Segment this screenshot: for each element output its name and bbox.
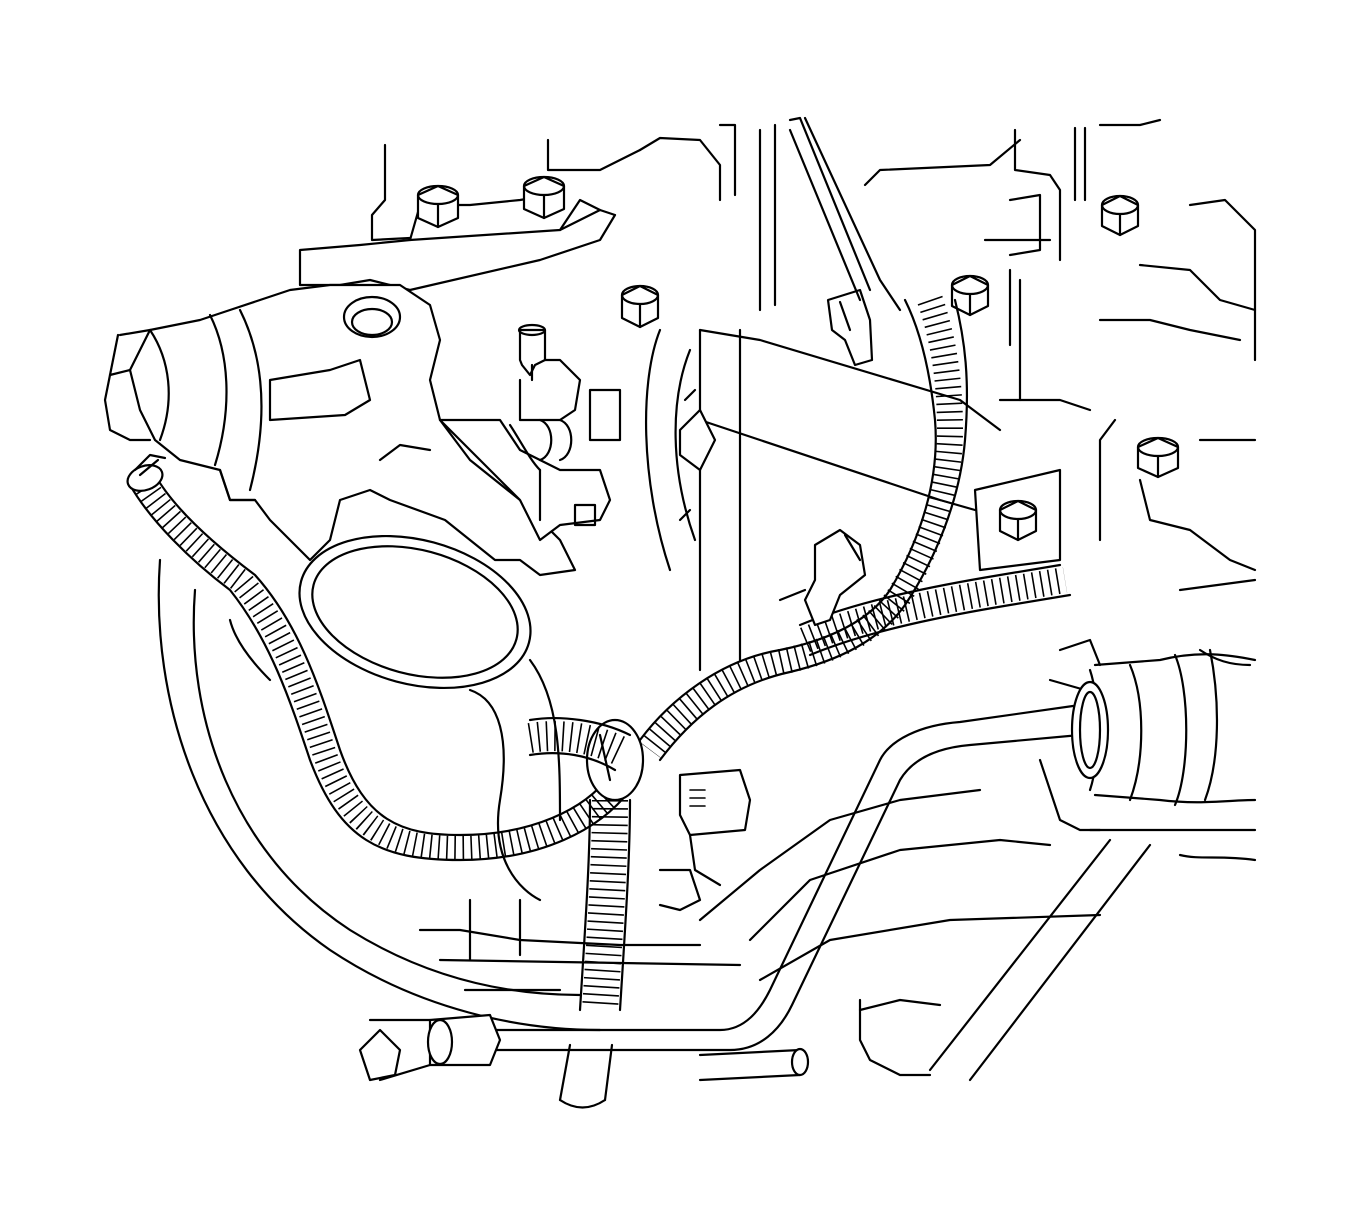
hose-clamp	[538, 388, 622, 462]
engine-block-outline	[157, 118, 1257, 1082]
hose-coupling	[358, 1013, 502, 1082]
throttle-body	[103, 283, 612, 577]
mounting-bolt	[522, 175, 566, 220]
bracket	[644, 328, 1002, 672]
vacuum-fitting	[517, 323, 582, 422]
electrical-connector	[778, 528, 867, 627]
mounting-bolt	[998, 499, 1038, 542]
electrical-connector	[126, 453, 167, 492]
bracket	[973, 468, 1062, 572]
mounting-bolt	[950, 274, 990, 317]
mounting-bolt	[416, 184, 460, 229]
electrical-connector	[658, 768, 752, 912]
wiring-harness-conduit	[638, 295, 969, 762]
mounting-bolt	[1100, 194, 1140, 237]
metal-tube-line	[698, 1047, 810, 1082]
wiring-harness-conduit	[128, 473, 632, 862]
electrical-connector	[788, 116, 902, 367]
wiring-harness-conduit	[527, 717, 632, 772]
air-inlet-opening	[298, 534, 562, 902]
hose-clamp	[1070, 680, 1110, 780]
mounting-bolt	[1136, 436, 1180, 479]
metal-tube-line	[488, 703, 1082, 1052]
mounting-bolt	[620, 284, 660, 329]
wiring-harness-conduit	[558, 718, 645, 1109]
